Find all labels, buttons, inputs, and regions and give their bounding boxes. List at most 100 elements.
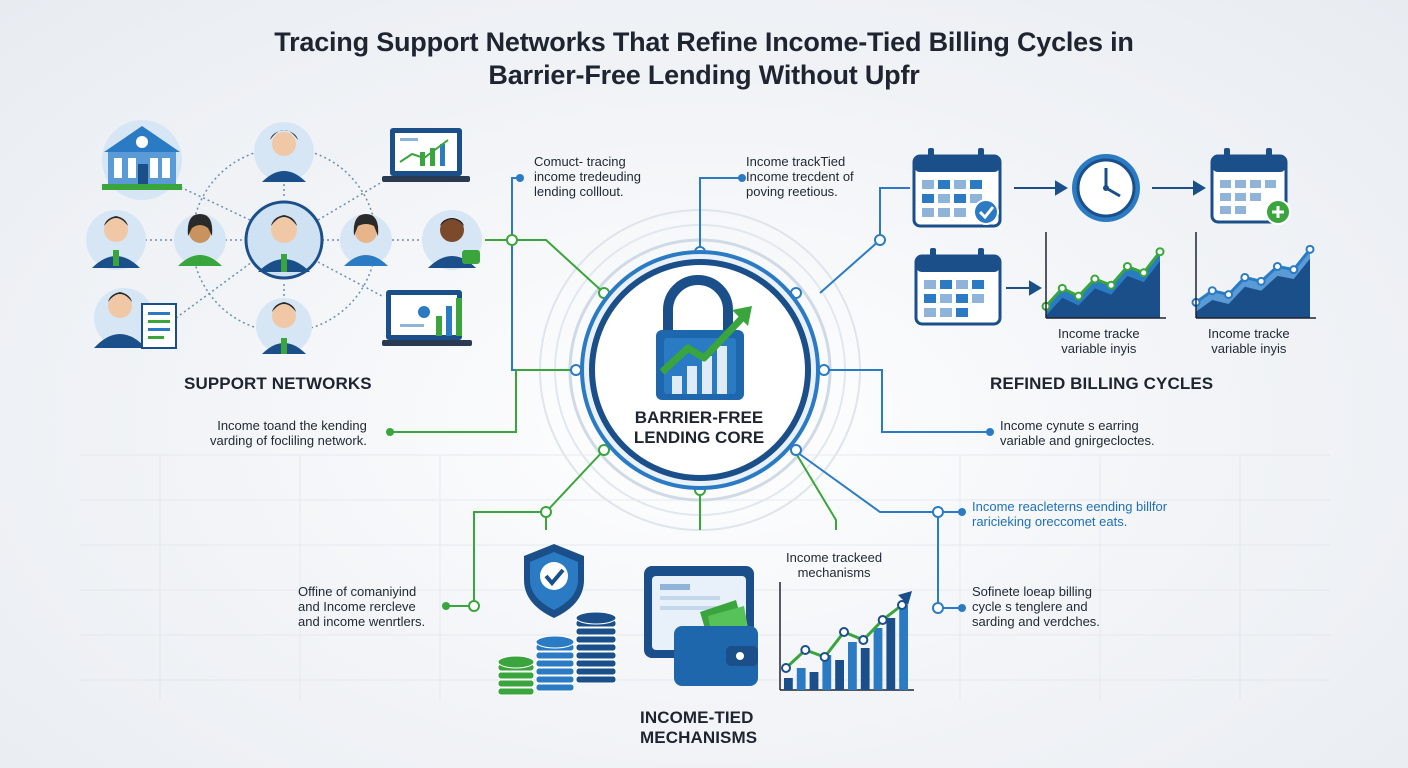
- caption-line: Income trackeed: [786, 550, 883, 565]
- laptop-chart-icon-top: [382, 128, 470, 182]
- label-right-low: Income reacleterns eending billfor raric…: [972, 499, 1167, 529]
- chart-bar: [809, 672, 819, 690]
- caption-line: Income tracke: [1058, 326, 1140, 341]
- wallet-icon: [644, 566, 758, 686]
- page-title-line-1: Tracing Support Networks That Refine Inc…: [274, 27, 1134, 57]
- label-left-bottom: Offine of comaniyind and Income rercleve…: [298, 584, 425, 629]
- caption-line: Income tracke: [1208, 326, 1290, 341]
- chart-area-shade: [1046, 261, 1160, 318]
- chart-point: [839, 627, 849, 637]
- calendar-icon-3: [914, 248, 1002, 326]
- label-line: lending colllout.: [534, 184, 624, 199]
- label-line: sarding and verdches.: [972, 614, 1100, 629]
- chart-point: [1139, 268, 1149, 278]
- connector-end-dots: [386, 174, 994, 612]
- label-line: Comuct- tracing: [534, 154, 626, 169]
- label-line: income tredeuding: [534, 169, 641, 184]
- arrow-3: [1006, 280, 1042, 296]
- chart-point: [1256, 276, 1266, 286]
- chart-point: [1305, 244, 1315, 254]
- chart-point: [1272, 262, 1282, 272]
- core-label: BARRIER-FREE LENDING CORE: [604, 408, 794, 448]
- chart-point: [1289, 265, 1299, 275]
- chart-arrowhead: [898, 591, 912, 605]
- label-left-mid: Income toand the kending varding of focl…: [210, 418, 367, 448]
- bank-icon: [102, 120, 182, 200]
- section-title-support-networks: SUPPORT NETWORKS: [184, 374, 372, 393]
- billing-chart-caption-1: Income tracke variable inyis: [1058, 326, 1140, 356]
- chart-bar: [873, 628, 883, 690]
- chart-point: [819, 652, 830, 662]
- label-line: cycle s tenglere and: [972, 599, 1088, 614]
- chart-point: [1074, 291, 1084, 301]
- calendar-icon-1: [912, 148, 1002, 228]
- person-icon-right-2: [422, 210, 482, 270]
- chart-point: [1240, 272, 1250, 282]
- page-title-line-2: Barrier-Free Lending Without Upfr: [488, 60, 920, 90]
- chart-bar: [822, 655, 832, 690]
- chart-point: [1057, 283, 1067, 293]
- chart-bar: [899, 605, 908, 690]
- person-icon-bottom-left: [94, 288, 177, 349]
- label-right-mid: Income cynute s earring variable and gni…: [1000, 418, 1155, 448]
- person-icon-left-2: [174, 214, 226, 266]
- person-icon-left-1: [86, 210, 146, 270]
- core-label-line-2: LENDING CORE: [633, 428, 765, 447]
- arrow-2: [1152, 180, 1206, 196]
- label-line: raricieking oreccomet eats.: [972, 514, 1128, 529]
- chart-point: [897, 600, 907, 610]
- chart-point: [1224, 290, 1234, 300]
- label-line: Income trackTied: [746, 154, 846, 169]
- billing-chart-caption-2: Income tracke variable inyis: [1208, 326, 1290, 356]
- label-line: varding of focliling network.: [210, 433, 367, 448]
- section-title-income-tied: INCOME-TIED: [640, 708, 754, 727]
- label-line: Sofinete loeap billing: [972, 584, 1092, 599]
- bar-chart-icon-mechanisms: [779, 582, 914, 691]
- section-title-mechanisms: MECHANISMS: [640, 728, 758, 747]
- caption-line: variable inyis: [1061, 341, 1137, 356]
- person-icon-top: [254, 122, 314, 182]
- chart-bar: [860, 648, 870, 690]
- label-line: Offine of comaniyind: [298, 584, 417, 599]
- mechanisms-chart-caption: Income trackeed mechanisms: [786, 550, 882, 580]
- shield-check-icon: [524, 544, 584, 618]
- chart-point: [1090, 274, 1100, 284]
- caption-line: mechanisms: [797, 565, 871, 580]
- label-line: Income reacleterns eending billfor: [972, 499, 1168, 514]
- label-line: poving reetious.: [746, 184, 838, 199]
- label-line: Income cynute s earring: [1000, 418, 1139, 433]
- chart-bar: [784, 678, 793, 690]
- chart-bar: [835, 660, 844, 690]
- label-line: and income wenrtlers.: [298, 614, 426, 629]
- label-line: Income toand the kending: [217, 418, 367, 433]
- line-chart-icon-billing-1: [1041, 232, 1166, 319]
- chart-bar: [796, 668, 806, 690]
- calendar-icon-2: [1210, 148, 1291, 225]
- chart-point: [877, 615, 888, 625]
- chart-point: [1207, 286, 1217, 296]
- chart-bar: [886, 618, 896, 690]
- arrow-1: [1014, 180, 1068, 196]
- check-badge-icon: [973, 199, 999, 225]
- person-icon-right-1: [340, 214, 392, 266]
- clock-icon: [1072, 154, 1140, 222]
- person-icon-bottom: [256, 298, 312, 354]
- label-line: Income trecdent of: [746, 169, 854, 184]
- chart-bar: [848, 642, 857, 690]
- label-line: variable and gnirgecloctes.: [1000, 433, 1155, 448]
- person-icon-center: [244, 200, 324, 280]
- chart-point: [781, 663, 791, 673]
- label-line: and Income rercleve: [298, 599, 416, 614]
- chart-point: [858, 635, 869, 645]
- caption-line: variable inyis: [1211, 341, 1287, 356]
- chart-area-shade: [1196, 258, 1310, 318]
- line-chart-icon-billing-2: [1191, 232, 1316, 319]
- section-title-refined-billing: REFINED BILLING CYCLES: [990, 374, 1214, 393]
- chart-point: [1122, 262, 1132, 272]
- laptop-chart-icon-bottom: [382, 290, 472, 346]
- chart-point: [1155, 247, 1165, 257]
- calendar-grid-1: [922, 180, 982, 217]
- core-label-line-1: BARRIER-FREE: [634, 408, 764, 427]
